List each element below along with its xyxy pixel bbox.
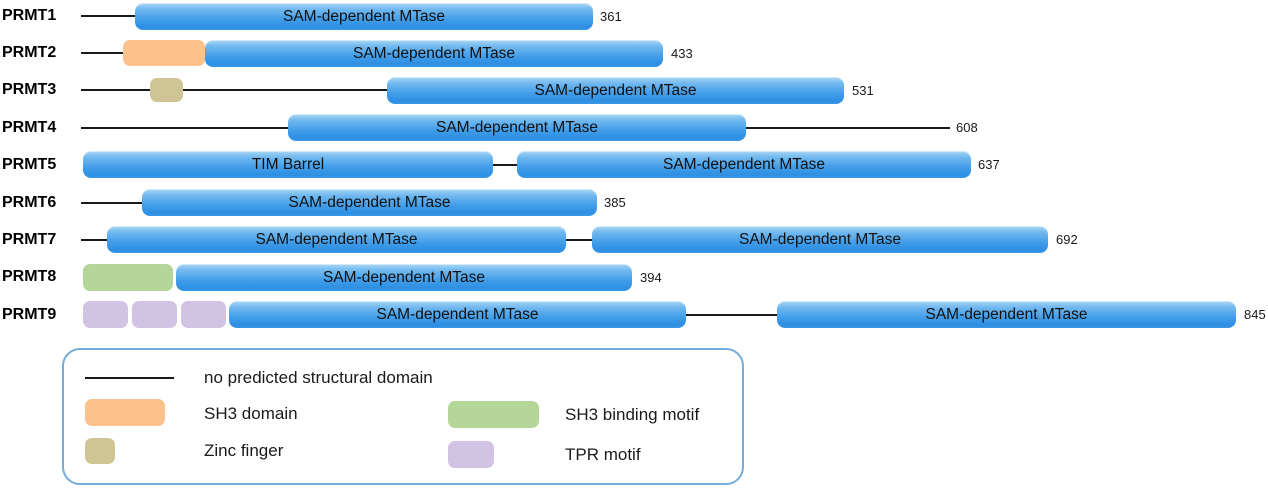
- domain-label: SAM-dependent MTase: [323, 268, 485, 286]
- sam-mtase-domain-box: SAM-dependent MTase: [777, 301, 1236, 328]
- legend-label: no predicted structural domain: [204, 368, 433, 387]
- protein-length: 394: [640, 270, 662, 285]
- backbone-line: [81, 15, 141, 17]
- backbone-line: [81, 239, 111, 241]
- legend-label: Zinc finger: [204, 441, 284, 460]
- domain-label: SAM-dependent MTase: [663, 155, 825, 173]
- protein-length: 385: [604, 195, 626, 210]
- domain-label: SAM-dependent MTase: [436, 118, 598, 136]
- sam-mtase-domain-box: SAM-dependent MTase: [229, 301, 686, 328]
- protein-label-prmt1: PRMT1: [2, 7, 57, 24]
- legend-sh3-binding-swatch: [448, 401, 539, 428]
- protein-label-prmt7: PRMT7: [2, 231, 57, 248]
- protein-length: 531: [852, 83, 874, 98]
- domain-label: SAM-dependent MTase: [353, 44, 515, 62]
- sam-mtase-domain-box: SAM-dependent MTase: [107, 226, 566, 253]
- legend-line-swatch: [85, 377, 174, 379]
- sam-mtase-domain-box: SAM-dependent MTase: [387, 77, 844, 104]
- tpr-motif-box: [83, 301, 128, 328]
- protein-label-prmt6: PRMT6: [2, 194, 57, 211]
- sam-mtase-domain-box: SAM-dependent MTase: [135, 3, 593, 30]
- protein-length: 637: [978, 157, 1000, 172]
- protein-length: 608: [956, 120, 978, 135]
- protein-label-prmt5: PRMT5: [2, 156, 57, 173]
- tpr-motif-box: [132, 301, 177, 328]
- legend-sh3-swatch: [85, 399, 165, 426]
- legend-tpr-swatch: [448, 441, 494, 468]
- sam-mtase-domain-box: SAM-dependent MTase: [142, 189, 597, 216]
- legend-zinc-finger-swatch: [85, 438, 115, 464]
- domain-label: TIM Barrel: [251, 155, 325, 173]
- zinc-finger-box: [150, 78, 183, 102]
- tim-barrel-domain-box: TIM Barrel: [83, 151, 493, 178]
- backbone-line: [81, 202, 146, 204]
- backbone-line: [493, 164, 519, 166]
- sam-mtase-domain-box: SAM-dependent MTase: [517, 151, 971, 178]
- sh3-domain-box: [123, 40, 205, 66]
- legend-label: SH3 domain: [204, 404, 298, 423]
- protein-length: 845: [1244, 307, 1266, 322]
- protein-label-prmt4: PRMT4: [2, 119, 57, 136]
- sh3-binding-motif-box: [83, 264, 173, 291]
- domain-label: SAM-dependent MTase: [283, 7, 445, 25]
- domain-label: SAM-dependent MTase: [534, 81, 697, 99]
- domain-label: SAM-dependent MTase: [288, 193, 451, 211]
- protein-length: 361: [600, 9, 622, 24]
- backbone-line: [81, 89, 391, 91]
- protein-label-prmt3: PRMT3: [2, 81, 57, 98]
- sam-mtase-domain-box: SAM-dependent MTase: [176, 264, 632, 291]
- domain-label: SAM-dependent MTase: [739, 230, 901, 248]
- backbone-line: [81, 52, 129, 54]
- protein-label-prmt9: PRMT9: [2, 306, 57, 323]
- domain-label: SAM-dependent MTase: [376, 305, 539, 323]
- domain-label: SAM-dependent MTase: [925, 305, 1088, 323]
- protein-label-prmt8: PRMT8: [2, 268, 57, 285]
- tpr-motif-box: [181, 301, 226, 328]
- protein-length: 692: [1056, 232, 1078, 247]
- protein-label-prmt2: PRMT2: [2, 44, 57, 61]
- sam-mtase-domain-box: SAM-dependent MTase: [205, 40, 663, 67]
- sam-mtase-domain-box: SAM-dependent MTase: [288, 114, 746, 141]
- sam-mtase-domain-box: SAM-dependent MTase: [592, 226, 1048, 253]
- backbone-line: [686, 314, 779, 316]
- domain-label: SAM-dependent MTase: [255, 230, 418, 248]
- legend-box: no predicted structural domain SH3 domai…: [62, 348, 744, 485]
- protein-length: 433: [671, 46, 693, 61]
- legend-label: TPR motif: [565, 445, 641, 464]
- legend-label: SH3 binding motif: [565, 405, 700, 424]
- backbone-line: [566, 239, 594, 241]
